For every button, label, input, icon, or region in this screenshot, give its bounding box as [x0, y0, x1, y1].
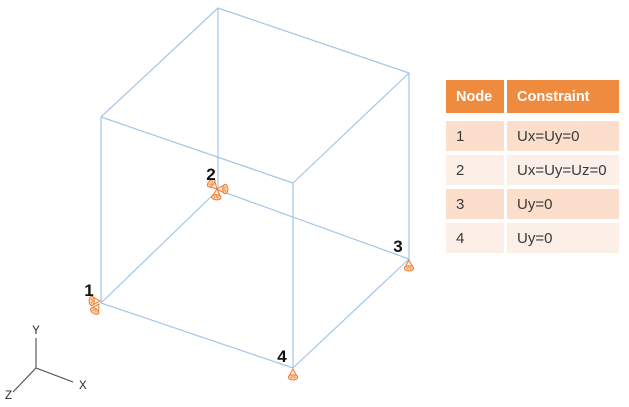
table-cell-node: 2	[446, 155, 504, 185]
z-axis-line	[12, 367, 37, 393]
constraint-markers	[88, 177, 415, 381]
table-cell-constraint: Ux=Uy=0	[507, 121, 619, 151]
node-label-1: 1	[84, 281, 93, 300]
z-axis-label: Z	[5, 390, 12, 402]
table-header-node: Node	[446, 80, 504, 113]
node-label-4: 4	[277, 347, 287, 366]
node-label-3: 3	[393, 237, 402, 256]
cube-edge	[217, 7, 410, 74]
table-cell-constraint: Uy=0	[507, 223, 619, 253]
cube-edge	[100, 189, 219, 304]
cube-edge	[292, 72, 410, 184]
table-cell-node: 3	[446, 189, 504, 219]
node-label-2: 2	[206, 165, 215, 184]
x-axis-line	[35, 367, 74, 383]
axis-triad: Y X Z	[5, 325, 87, 402]
table-header-constraint: Constraint	[507, 80, 619, 113]
cube-edge	[100, 116, 294, 184]
node-labels: 1 2 3 4	[84, 165, 402, 366]
cube-edge	[100, 302, 294, 369]
table-cell-constraint: Uy=0	[507, 189, 619, 219]
table-cell-node: 1	[446, 121, 504, 151]
table-cell-constraint: Ux=Uy=Uz=0	[507, 155, 619, 185]
x-axis-label: X	[79, 380, 87, 392]
cube-edge	[100, 7, 219, 118]
constraint-table: Node Constraint 1 Ux=Uy=0 2 Ux=Uy=Uz=0 3…	[446, 80, 619, 253]
table-cell-node: 4	[446, 223, 504, 253]
y-axis-label: Y	[32, 325, 40, 337]
cube-edge	[217, 189, 410, 260]
constraint-marker-node-4	[287, 368, 299, 381]
cube-wireframe	[100, 7, 410, 369]
cube-edge	[292, 258, 410, 369]
